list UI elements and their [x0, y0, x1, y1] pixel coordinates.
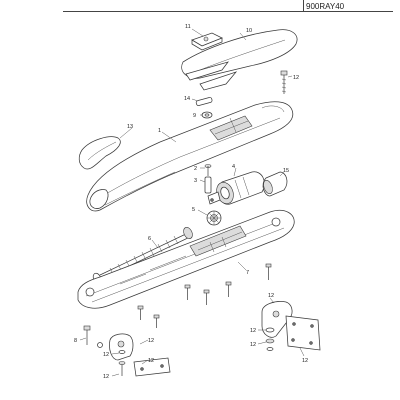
header-code-box	[303, 0, 394, 11]
part-8-bolt	[83, 325, 103, 348]
leader-lines	[79, 28, 305, 377]
callout-9: 9	[193, 113, 196, 119]
callout-7: 7	[246, 270, 249, 276]
callout-12-left-b: 12	[103, 352, 109, 358]
callout-12-right-a: 12	[268, 293, 274, 299]
diagram-code: 900RAY40	[306, 2, 345, 11]
callout-15: 15	[283, 168, 289, 174]
part-10-top-cover	[181, 29, 298, 91]
part-15-encoder-cap	[262, 171, 288, 197]
callout-11: 11	[185, 24, 191, 30]
part-12-screw-top	[280, 70, 288, 94]
part-12-bracket-left	[109, 333, 171, 377]
callout-3: 3	[194, 178, 197, 184]
part-9-bushing	[201, 111, 213, 119]
callout-13: 13	[127, 124, 133, 130]
header-rule	[63, 11, 393, 12]
part-4-motor	[207, 171, 265, 205]
part-2-pin	[204, 164, 212, 176]
callout-1: 1	[158, 128, 161, 134]
part-7-base-housing	[77, 209, 295, 309]
callout-6: 6	[148, 236, 151, 242]
callout-4: 4	[232, 164, 235, 170]
part-12-screws-base	[137, 263, 272, 328]
part-11-cap	[191, 32, 223, 51]
callout-5: 5	[192, 207, 195, 213]
callout-12-left-c: 12	[103, 374, 109, 380]
part-1-main-housing	[86, 101, 294, 212]
part-12-bracket-right	[261, 301, 321, 351]
callout-12-right-b: 12	[250, 328, 256, 334]
callout-14: 14	[184, 96, 190, 102]
callout-12-right-d: 12	[302, 358, 308, 364]
callout-10: 10	[246, 28, 252, 34]
callout-12-right-c: 12	[250, 342, 256, 348]
callout-12-left-a: 12	[148, 338, 154, 344]
callouts: 11 10 12 14 9 13 1 2 3 4 15 5 6 7 8 12 1…	[74, 24, 308, 380]
callout-2: 2	[194, 166, 197, 172]
part-13-end-cap	[78, 136, 121, 170]
part-5-gear	[206, 210, 222, 226]
callout-12-top: 12	[293, 75, 299, 81]
callout-8: 8	[74, 338, 77, 344]
part-3-pin	[204, 176, 212, 194]
callout-12-left-d: 12	[148, 358, 154, 364]
part-14-clip	[195, 97, 213, 106]
